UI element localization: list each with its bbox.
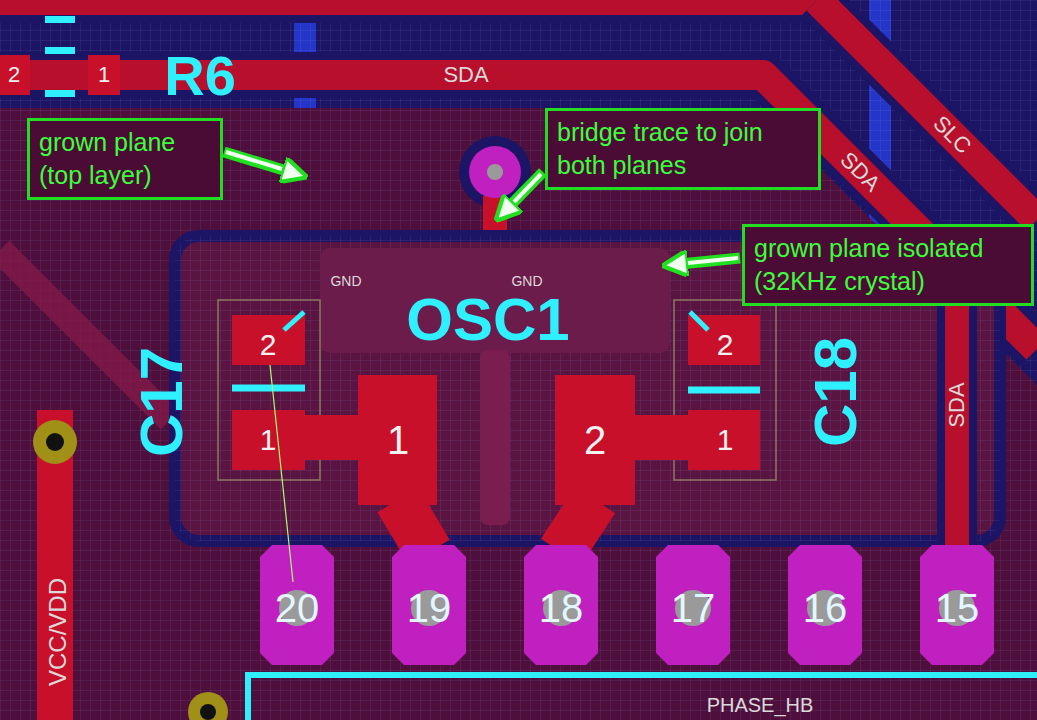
pin-number: 2 (258, 329, 279, 361)
trace-clearance (0, 0, 817, 23)
header-pad (656, 545, 730, 665)
pin-number: 19 (405, 587, 454, 629)
capacitor-pad (232, 410, 305, 470)
crystal-trace (561, 500, 595, 552)
via-drill (200, 704, 216, 720)
pad-trace (305, 415, 365, 460)
ratsnest-line (270, 365, 293, 582)
pin-number: 16 (801, 587, 850, 629)
header-pad (524, 545, 598, 665)
pin-number: 2 (582, 419, 608, 461)
part-name: R6 (162, 47, 238, 105)
callout-arrow (224, 152, 290, 172)
via (469, 146, 521, 198)
callout-arrow (514, 174, 541, 202)
via-drill (487, 164, 503, 180)
trace-clearance (937, 300, 977, 560)
signal-name: SDA (945, 380, 969, 429)
net-name: VCC/VDD (45, 576, 71, 688)
callout-text: grown plane (top layer) (39, 126, 211, 192)
module-outline (248, 675, 1037, 720)
silkscreen-mark (690, 312, 708, 330)
crystal-trace (398, 500, 429, 552)
resistor-pad (88, 55, 120, 95)
pin-number: 17 (669, 587, 718, 629)
pin-number: 1 (96, 63, 112, 87)
net-name: GND (328, 273, 363, 289)
pin-number: 1 (385, 419, 411, 461)
part-name: C18 (805, 335, 867, 449)
header-pad (392, 545, 466, 665)
net-name: GND (509, 273, 544, 289)
silkscreen-mark (45, 16, 75, 23)
pin-number: 2 (6, 63, 22, 87)
via (188, 692, 228, 720)
pin-number: 20 (273, 587, 322, 629)
pin-number: 15 (933, 587, 982, 629)
part-name: C17 (131, 345, 193, 459)
crystal-pad (555, 375, 635, 505)
part-name: OSC1 (404, 289, 571, 351)
callout-box: bridge trace to join both planes (545, 108, 821, 190)
header-pad (788, 545, 862, 665)
callout-arrow (680, 258, 740, 264)
signal-name: SDA (441, 63, 490, 87)
pin-number: 18 (537, 587, 586, 629)
callout-arrow (688, 258, 738, 263)
capacitor-pad (688, 410, 760, 470)
silkscreen-mark (284, 312, 304, 330)
callout-box: grown plane (top layer) (27, 118, 223, 200)
callout-arrow (226, 152, 282, 169)
callout-box: grown plane isolated (32KHz crystal) (742, 224, 1034, 306)
plane-region (480, 350, 510, 525)
via-drill (46, 433, 64, 451)
callout-arrow (508, 172, 543, 208)
pin-number: 1 (715, 424, 736, 456)
callout-text: bridge trace to join both planes (557, 116, 809, 182)
silkscreen-mark (688, 387, 760, 394)
pad-trace (630, 415, 690, 460)
callout-text: grown plane isolated (32KHz crystal) (754, 232, 1022, 298)
pin-number: 2 (715, 329, 736, 361)
sda-trace (945, 300, 969, 560)
component-outline (218, 300, 320, 480)
crystal-pad (358, 375, 437, 505)
slc-trace (0, 0, 817, 15)
header-pad (260, 545, 334, 665)
via (33, 420, 77, 464)
silkscreen-mark (232, 385, 305, 392)
net-name: PHASE_HB (705, 694, 816, 716)
resistor-pad (0, 55, 30, 95)
pin-number: 1 (258, 424, 279, 456)
plane-region (320, 248, 670, 353)
silkscreen-mark (45, 90, 75, 97)
silkscreen-mark (45, 47, 75, 54)
header-pad (920, 545, 994, 665)
